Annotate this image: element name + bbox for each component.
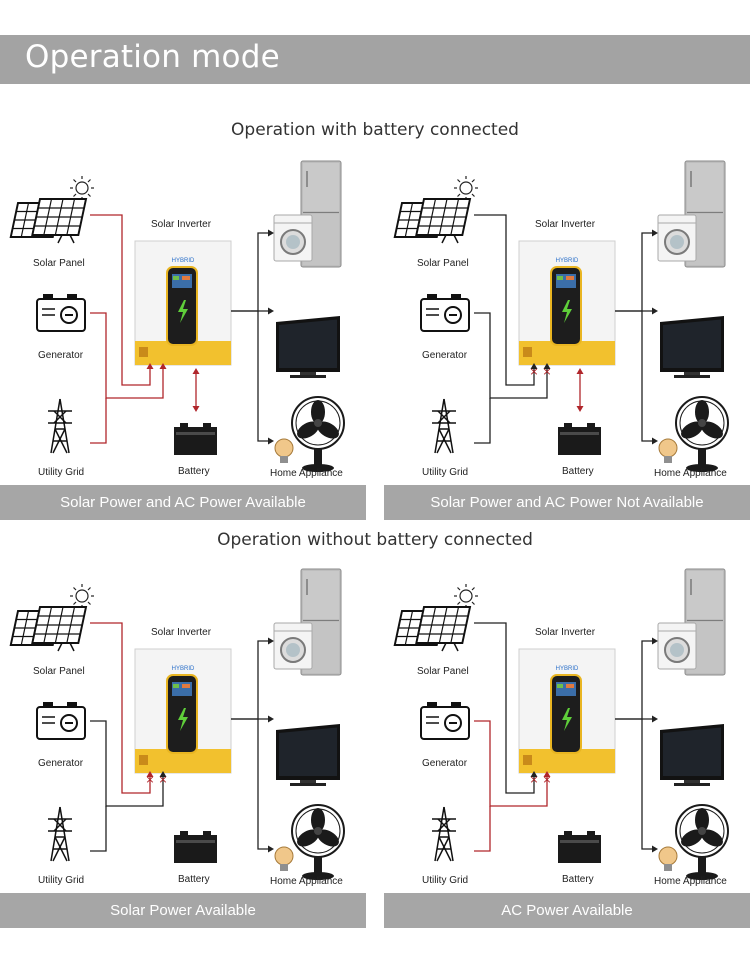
- page-title: Operation mode: [25, 39, 280, 75]
- home-appliance-label: Home Appliance: [654, 468, 727, 479]
- blocked-x-mark: ×: [542, 365, 551, 378]
- solar-inverter-label: Solar Inverter: [535, 627, 596, 638]
- mode-caption: Solar Power Available: [0, 893, 366, 928]
- connection-lines: ××: [474, 622, 658, 853]
- generator-icon: [36, 702, 86, 740]
- solar-panel-label: Solar Panel: [417, 666, 469, 677]
- diagram-panel-3: HYBRID: [0, 539, 366, 939]
- washing-machine-icon: [657, 622, 697, 670]
- generator-icon: [36, 294, 86, 332]
- home-appliance-label: Home Appliance: [270, 468, 343, 479]
- generator-label: Generator: [422, 758, 468, 769]
- battery-icon: [174, 423, 217, 455]
- solar-panel-icon: [9, 198, 88, 244]
- solar-panel-icon: [393, 606, 472, 652]
- battery-label: Battery: [562, 874, 594, 885]
- generator-label: Generator: [422, 350, 468, 361]
- tv-icon: [660, 724, 724, 786]
- tv-icon: [276, 316, 340, 378]
- diagram-svg: HYBRID: [9, 160, 345, 472]
- mode-caption: AC Power Available: [384, 893, 750, 928]
- home-appliance-label: Home Appliance: [270, 876, 343, 887]
- battery-icon: [174, 831, 217, 863]
- battery-icon: [558, 423, 601, 455]
- generator-label: Generator: [38, 758, 84, 769]
- blocked-x-mark: ×: [158, 773, 167, 786]
- diagram-svg: HYBRID: [393, 160, 729, 472]
- tv-icon: [276, 724, 340, 786]
- battery-label: Battery: [178, 466, 210, 477]
- light-bulb-icon: [274, 438, 294, 463]
- inverter-icon: HYBRID: [134, 648, 232, 774]
- utility-grid-icon: [432, 806, 456, 862]
- fan-icon: [675, 804, 729, 880]
- blocked-x-mark: ×: [542, 773, 551, 786]
- solar-panel-label: Solar Panel: [33, 258, 85, 269]
- header-bar: Operation mode: [0, 35, 750, 84]
- battery-label: Battery: [562, 466, 594, 477]
- blocked-x-mark: ×: [529, 365, 538, 378]
- blocked-x-mark: ×: [529, 773, 538, 786]
- solar-inverter-label: Solar Inverter: [151, 627, 212, 638]
- generator-label: Generator: [38, 350, 84, 361]
- fan-icon: [675, 396, 729, 472]
- brand-label: HYBRID: [556, 666, 579, 672]
- utility-grid-icon: [432, 398, 456, 454]
- battery-label: Battery: [178, 874, 210, 885]
- light-bulb-icon: [274, 846, 294, 871]
- utility-grid-label: Utility Grid: [38, 467, 85, 478]
- sun-icon: [70, 584, 94, 608]
- fan-icon: [291, 396, 345, 472]
- inverter-icon: HYBRID: [134, 240, 232, 366]
- tv-icon: [660, 316, 724, 378]
- section-title-with-battery: Operation with battery connected: [231, 120, 519, 140]
- solar-panel-icon: [393, 198, 472, 244]
- battery-icon: [558, 831, 601, 863]
- fan-icon: [291, 804, 345, 880]
- solar-inverter-label: Solar Inverter: [535, 219, 596, 230]
- inverter-icon: HYBRID: [518, 648, 616, 774]
- diagram-svg: HYBRID: [9, 568, 345, 880]
- fridge-icon: [684, 160, 726, 268]
- connection-lines: ××: [474, 214, 658, 445]
- connection-lines: ××: [90, 622, 274, 853]
- generator-icon: [420, 702, 470, 740]
- light-bulb-icon: [658, 846, 678, 871]
- diagram-svg: HYBRID: [393, 568, 729, 880]
- light-bulb-icon: [658, 438, 678, 463]
- washing-machine-icon: [657, 214, 697, 262]
- utility-grid-icon: [48, 806, 72, 862]
- connection-lines: [90, 214, 274, 445]
- utility-grid-label: Utility Grid: [422, 467, 469, 478]
- solar-panel-icon: [9, 606, 88, 652]
- washing-machine-icon: [273, 214, 313, 262]
- home-appliance-label: Home Appliance: [654, 876, 727, 887]
- solar-panel-label: Solar Panel: [33, 666, 85, 677]
- solar-panel-label: Solar Panel: [417, 258, 469, 269]
- sun-icon: [454, 584, 478, 608]
- section-title-without-battery: Operation without battery connected: [217, 530, 533, 550]
- mode-caption: Solar Power and AC Power Available: [0, 485, 366, 520]
- washing-machine-icon: [273, 622, 313, 670]
- diagram-panel-4: HYBRID: [384, 539, 750, 939]
- sun-icon: [70, 176, 94, 200]
- diagram-panel-1: HYBRID: [0, 131, 366, 531]
- utility-grid-icon: [48, 398, 72, 454]
- generator-icon: [420, 294, 470, 332]
- utility-grid-label: Utility Grid: [38, 875, 85, 886]
- sun-icon: [454, 176, 478, 200]
- utility-grid-label: Utility Grid: [422, 875, 469, 886]
- diagram-panel-2: HYBRID: [384, 131, 750, 531]
- mode-caption: Solar Power and AC Power Not Available: [384, 485, 750, 520]
- inverter-icon: HYBRID: [518, 240, 616, 366]
- solar-inverter-label: Solar Inverter: [151, 219, 212, 230]
- brand-label: HYBRID: [172, 258, 195, 264]
- brand-label: HYBRID: [172, 666, 195, 672]
- brand-label: HYBRID: [556, 258, 579, 264]
- blocked-x-mark: ×: [145, 773, 154, 786]
